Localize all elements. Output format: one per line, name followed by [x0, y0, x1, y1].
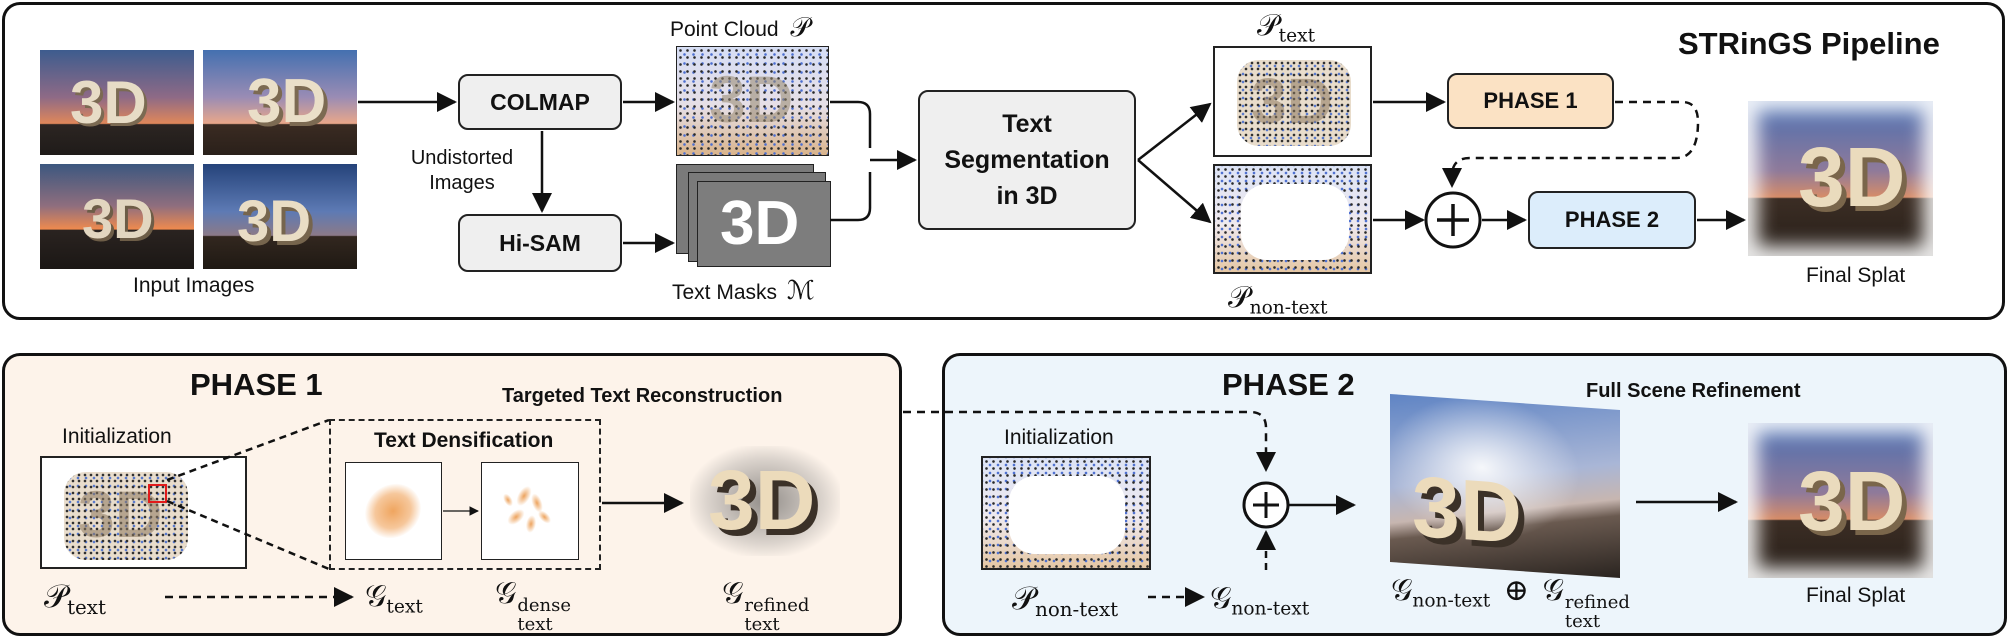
input-images-caption: Input Images	[133, 274, 255, 297]
arrow-pointcloud-seg	[830, 100, 872, 148]
arrow-phase1-plus-dashed	[1442, 100, 1700, 188]
combined-sup2: refined	[1564, 592, 1630, 614]
plus-sign-phase2	[1253, 492, 1279, 518]
g-text-sub: text	[386, 596, 423, 618]
image-text-3d: 3D	[1251, 65, 1333, 137]
zoom-highlight-box	[148, 484, 167, 503]
p-nontext-hole	[1241, 184, 1349, 260]
p-text-blob	[64, 472, 188, 560]
arrow-phase1-phase2-dashed	[903, 410, 1276, 472]
input-image-2: 3D	[203, 50, 357, 155]
g-nontext-sym: 𝒢	[1210, 581, 1232, 616]
p-nontext-image	[1213, 164, 1372, 274]
hisam-node: Hi-SAM	[458, 214, 622, 272]
text-masks-symbol: ℳ	[786, 276, 815, 306]
input-image-4: 3D	[203, 164, 357, 269]
g-text-sym: 𝒢	[365, 579, 387, 614]
phase2-init-image	[981, 456, 1151, 570]
phase2-subtitle: Full Scene Refinement	[1586, 380, 1801, 402]
combined-sub2: text	[1564, 610, 1601, 632]
g-dense-sym: 𝒢	[495, 576, 517, 611]
image-text-3d: 3D	[720, 189, 800, 258]
final-splat-image: 3D	[1748, 101, 1933, 256]
p-text-sym: 𝒫	[1257, 8, 1279, 43]
p-nontext-sym: 𝒫	[1228, 280, 1250, 315]
phase2-final-caption: Final Splat	[1806, 584, 1906, 607]
final-splat-caption: Final Splat	[1806, 264, 1906, 287]
arrow-seg-ptext	[1137, 102, 1212, 161]
point-cloud-image: 3D	[676, 46, 829, 156]
text-masks-text: Text Masks	[672, 281, 778, 304]
p-nontext-label: 𝒫non-text	[1228, 280, 1328, 319]
combined-sym2: 𝒢	[1542, 573, 1564, 608]
image-text-3d: 3D	[1798, 454, 1906, 548]
g-dense-sup: dense	[517, 595, 572, 617]
phase2-title: PHASE 2	[1222, 367, 1355, 402]
g-refined-sup: refined	[744, 595, 810, 617]
image-text-3d: 3D	[70, 69, 147, 136]
arrow-masks-seg	[830, 172, 872, 222]
input-image-1: 3D	[40, 50, 194, 155]
refined-text-image: 3D	[690, 446, 840, 556]
p-text-image: 3D	[1213, 46, 1372, 157]
gaussian-dense-image	[481, 462, 579, 560]
image-text-3d: 3D	[82, 187, 154, 250]
phase2-final-image: 3D	[1748, 423, 1933, 578]
input-image-3: 3D	[40, 164, 194, 269]
g-refined-sub: text	[744, 613, 780, 635]
colmap-node: COLMAP	[458, 74, 622, 130]
g-dense-sub: text	[517, 613, 553, 635]
combined-op: ⊕	[1503, 573, 1529, 608]
point-cloud-symbol: 𝒫	[790, 12, 810, 43]
point-cloud-text: Point Cloud	[670, 18, 779, 41]
image-text-3d: 3D	[708, 453, 816, 547]
combined-sub1: non-text	[1412, 590, 1491, 612]
undistorted-images-label: Undistorted Images	[410, 147, 514, 194]
plus-sign	[1437, 204, 1469, 236]
p-text-label: 𝒫text	[1257, 8, 1315, 47]
phase1-p-text: 𝒫text	[44, 577, 106, 619]
zoom-line-bottom	[166, 499, 330, 571]
image-text-3d: 3D	[247, 67, 327, 136]
densification-title: Text Densification	[374, 429, 554, 452]
p-text-sub: text	[1278, 25, 1316, 47]
p-nontext-sub: non-text	[1249, 297, 1328, 319]
text-segmentation-node: Text Segmentation in 3D	[918, 90, 1136, 230]
phase2-init-label: Initialization	[1004, 426, 1114, 449]
pipeline-panel	[2, 2, 2005, 320]
p-text-sym: 𝒫	[44, 577, 68, 615]
phase1-title: PHASE 1	[190, 367, 323, 402]
phase1-node: PHASE 1	[1447, 73, 1614, 129]
phase1-subtitle: Targeted Text Reconstruction	[502, 385, 783, 407]
phase1-init-label: Initialization	[62, 425, 172, 448]
p-nontext-hole	[1009, 476, 1125, 554]
g-refined-sym: 𝒢	[722, 576, 744, 611]
image-text-3d: 3D	[1798, 130, 1906, 224]
phase1-init-image: 3D	[40, 456, 247, 569]
p-nontext-sym: 𝒫	[1012, 579, 1036, 617]
text-mask-image: 3D	[697, 181, 831, 267]
p-text-blob	[1237, 60, 1351, 146]
image-text-3d: 3D	[237, 189, 312, 254]
zoom-line-top	[166, 418, 330, 482]
phase2-p-nontext: 𝒫non-text	[1012, 579, 1118, 621]
p-nontext-sub: non-text	[1035, 597, 1119, 621]
arrow-seg-pnontext	[1137, 159, 1212, 224]
gaussian-single-image	[345, 462, 442, 560]
point-cloud-label: Point Cloud 𝒫	[670, 12, 810, 44]
p-text-sub: text	[67, 595, 106, 619]
phase1-g-text: 𝒢text	[365, 579, 423, 618]
pipeline-title: STRinGS Pipeline	[1678, 26, 1940, 61]
phase2-node: PHASE 2	[1528, 191, 1696, 249]
text-masks-label: Text Masks ℳ	[672, 276, 815, 306]
densification-box	[329, 419, 601, 570]
phase2-g-nontext: 𝒢non-text	[1210, 581, 1309, 620]
g-nontext-sub: non-text	[1231, 598, 1310, 620]
combined-sym1: 𝒢	[1391, 573, 1413, 608]
image-text-3d: 3D	[709, 62, 794, 136]
